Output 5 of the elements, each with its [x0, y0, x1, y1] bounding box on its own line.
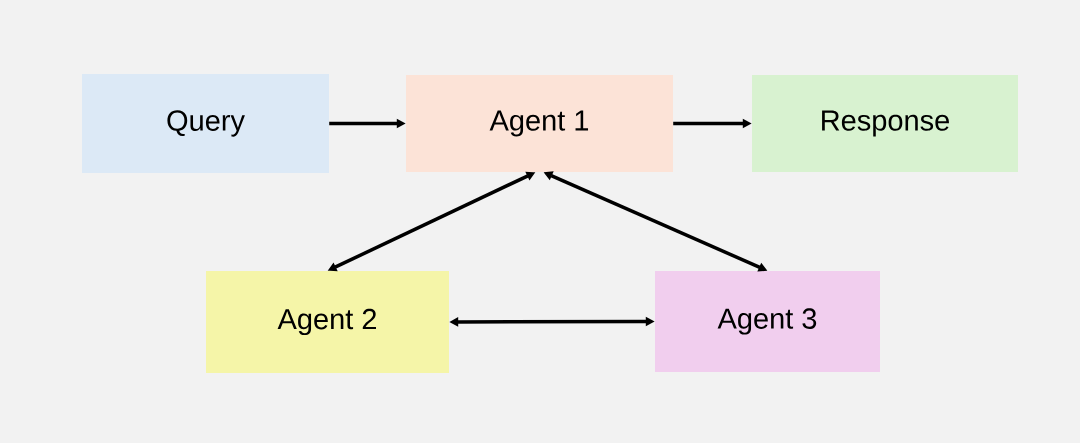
process-box: Agent 2 [206, 271, 449, 373]
process-box: Query [82, 74, 329, 173]
process-box: Agent 3 [655, 271, 880, 372]
process-box: Agent 1 [406, 75, 673, 172]
process-box: Response [752, 75, 1018, 172]
